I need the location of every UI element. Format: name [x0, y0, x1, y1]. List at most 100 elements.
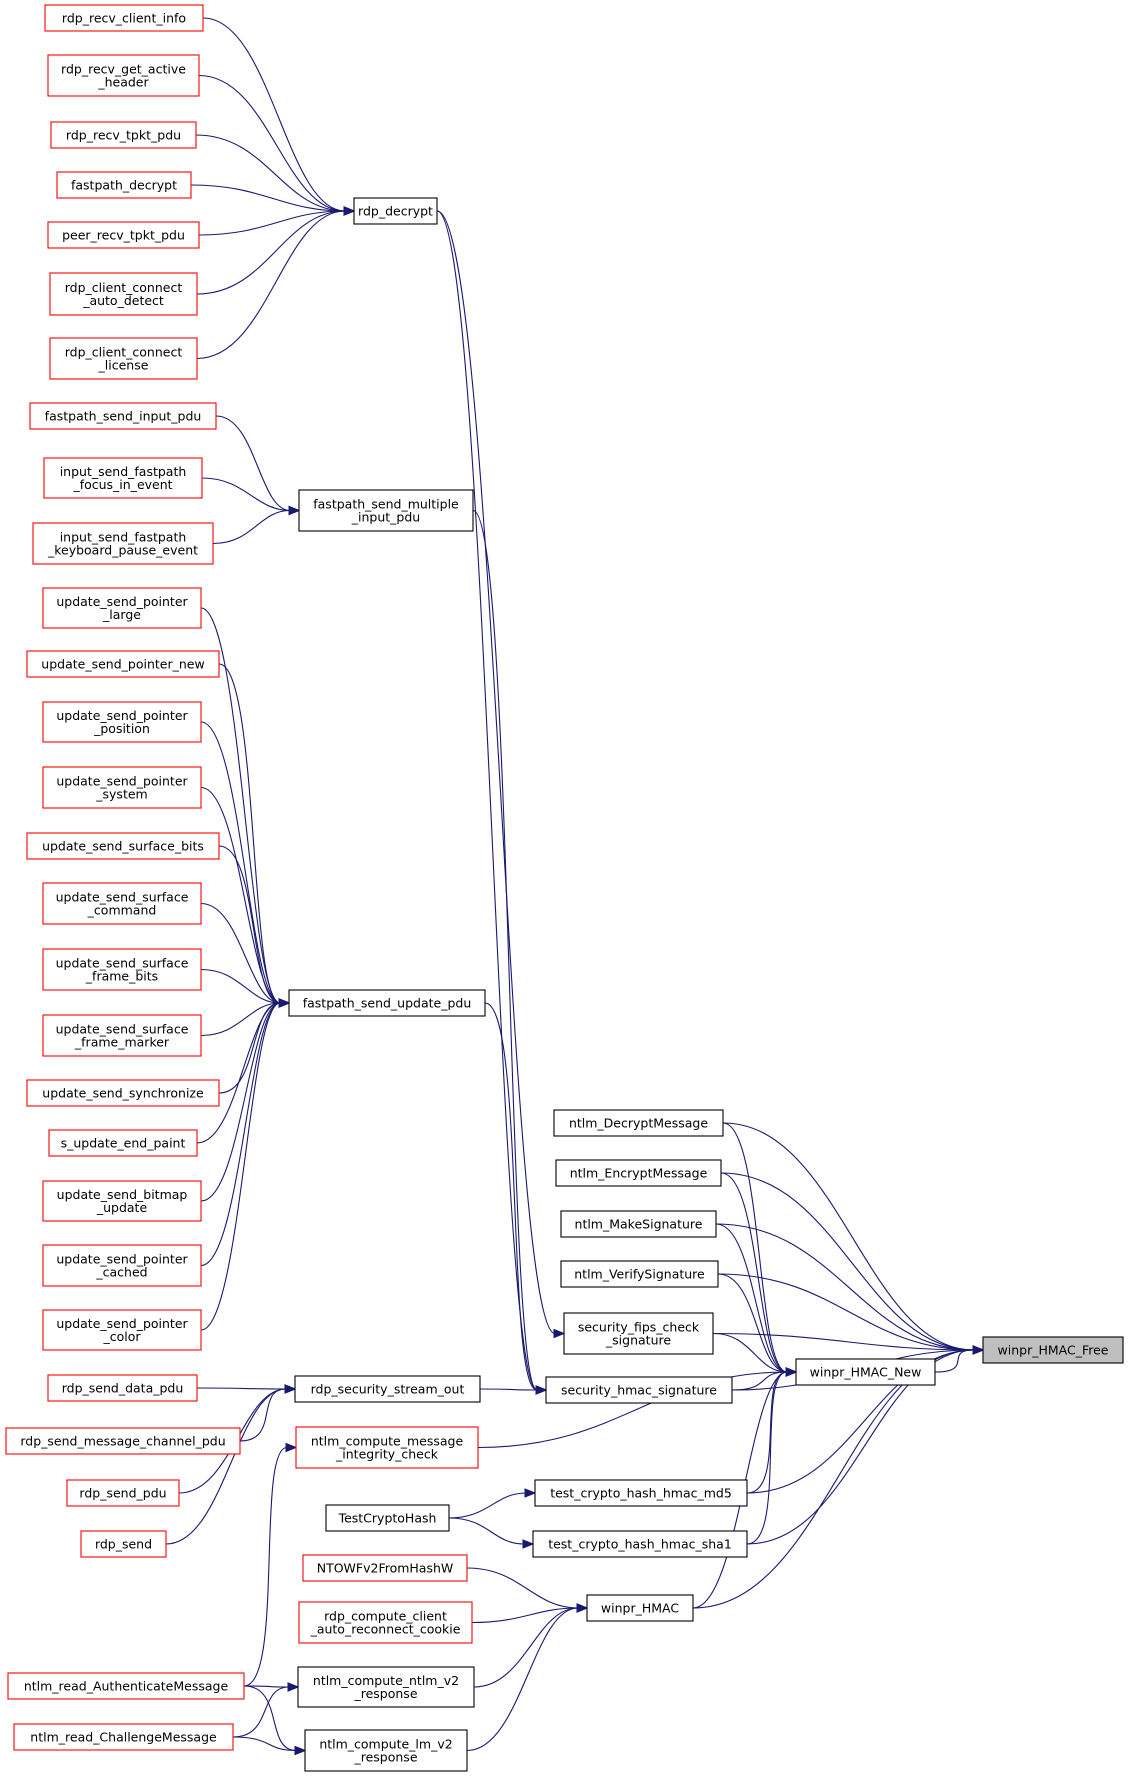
node-input_send_fastpath_focus_in_event[interactable]: input_send_fastpath_focus_in_event — [43, 457, 203, 499]
node-rdp_recv_tpkt_pdu[interactable]: rdp_recv_tpkt_pdu — [50, 121, 197, 149]
node-security_hmac_signature[interactable]: security_hmac_signature — [545, 1376, 733, 1404]
node-ntlm_read_ChallengeMessage[interactable]: ntlm_read_ChallengeMessage — [13, 1723, 234, 1751]
node-rdp_security_stream_out[interactable]: rdp_security_stream_out — [294, 1375, 481, 1403]
node-box[interactable] — [302, 1554, 468, 1582]
node-box[interactable] — [42, 1014, 202, 1057]
node-box[interactable] — [560, 1210, 717, 1238]
node-update_send_pointer_large[interactable]: update_send_pointer_large — [42, 587, 202, 629]
node-fastpath_send_multiple_input_pdu[interactable]: fastpath_send_multiple_input_pdu — [298, 489, 474, 532]
node-box[interactable] — [795, 1358, 936, 1386]
node-winpr_HMAC_New[interactable]: winpr_HMAC_New — [795, 1358, 936, 1386]
node-box[interactable] — [553, 1109, 724, 1137]
node-box[interactable] — [298, 489, 474, 532]
node-box[interactable] — [42, 587, 202, 629]
node-box[interactable] — [532, 1530, 748, 1558]
node-ntlm_compute_message_integrity_check[interactable]: ntlm_compute_message_integrity_check — [295, 1426, 479, 1469]
node-rdp_recv_client_info[interactable]: rdp_recv_client_info — [44, 4, 204, 32]
node-update_send_pointer_position[interactable]: update_send_pointer_position — [42, 701, 202, 743]
node-fastpath_send_update_pdu[interactable]: fastpath_send_update_pdu — [288, 989, 486, 1017]
node-peer_recv_tpkt_pdu[interactable]: peer_recv_tpkt_pdu — [47, 221, 200, 249]
node-TestCryptoHash[interactable]: TestCryptoHash — [325, 1504, 450, 1532]
node-box[interactable] — [56, 171, 192, 199]
node-box[interactable] — [42, 1244, 202, 1287]
node-update_send_pointer_cached[interactable]: update_send_pointer_cached — [42, 1244, 202, 1287]
node-update_send_surface_frame_bits[interactable]: update_send_surface_frame_bits — [42, 948, 202, 991]
node-rdp_send_data_pdu[interactable]: rdp_send_data_pdu — [47, 1374, 198, 1402]
node-rdp_client_connect_license[interactable]: rdp_client_connect_license — [49, 337, 198, 380]
node-box[interactable] — [555, 1159, 722, 1187]
node-ntlm_VerifySignature[interactable]: ntlm_VerifySignature — [560, 1260, 719, 1288]
node-ntlm_DecryptMessage[interactable]: ntlm_DecryptMessage — [553, 1109, 724, 1137]
node-box[interactable] — [586, 1594, 694, 1622]
node-update_send_synchronize[interactable]: update_send_synchronize — [26, 1079, 220, 1107]
node-box[interactable] — [534, 1479, 748, 1507]
node-update_send_surface_command[interactable]: update_send_surface_command — [42, 882, 202, 925]
node-update_send_pointer_new[interactable]: update_send_pointer_new — [26, 650, 220, 678]
node-box[interactable] — [5, 1427, 241, 1455]
node-box[interactable] — [49, 272, 198, 316]
node-box[interactable] — [50, 121, 197, 149]
node-box[interactable] — [42, 701, 202, 743]
node-fastpath_decrypt[interactable]: fastpath_decrypt — [56, 171, 192, 199]
node-box[interactable] — [26, 832, 220, 860]
node-box[interactable] — [13, 1723, 234, 1751]
node-box[interactable] — [48, 1129, 198, 1157]
node-box[interactable] — [295, 1426, 479, 1469]
node-box[interactable] — [982, 1336, 1124, 1364]
node-box[interactable] — [80, 1530, 167, 1558]
node-box[interactable] — [560, 1260, 719, 1288]
node-box[interactable] — [47, 54, 200, 97]
node-box[interactable] — [545, 1376, 733, 1404]
node-ntlm_MakeSignature[interactable]: ntlm_MakeSignature — [560, 1210, 717, 1238]
node-rdp_decrypt[interactable]: rdp_decrypt — [353, 197, 438, 225]
node-ntlm_compute_lm_v2_response[interactable]: ntlm_compute_lm_v2_response — [304, 1729, 468, 1772]
node-box[interactable] — [26, 650, 220, 678]
node-box[interactable] — [298, 1601, 473, 1644]
node-box[interactable] — [304, 1729, 468, 1772]
node-test_crypto_hash_hmac_md5[interactable]: test_crypto_hash_hmac_md5 — [534, 1479, 748, 1507]
node-box[interactable] — [66, 1479, 180, 1507]
node-box[interactable] — [353, 197, 438, 225]
node-security_fips_check_signature[interactable]: security_fips_check_signature — [563, 1312, 714, 1355]
node-ntlm_EncryptMessage[interactable]: ntlm_EncryptMessage — [555, 1159, 722, 1187]
node-s_update_end_paint[interactable]: s_update_end_paint — [48, 1129, 198, 1157]
node-box[interactable] — [7, 1672, 245, 1700]
node-update_send_bitmap_update[interactable]: update_send_bitmap_update — [42, 1180, 202, 1222]
node-fastpath_send_input_pdu[interactable]: fastpath_send_input_pdu — [29, 402, 217, 430]
node-box[interactable] — [288, 989, 486, 1017]
node-box[interactable] — [26, 1079, 220, 1107]
node-rdp_send[interactable]: rdp_send — [80, 1530, 167, 1558]
node-box[interactable] — [47, 1374, 198, 1402]
node-box[interactable] — [294, 1375, 481, 1403]
node-box[interactable] — [32, 522, 214, 565]
node-ntlm_compute_ntlm_v2_response[interactable]: ntlm_compute_ntlm_v2_response — [297, 1666, 475, 1708]
node-box[interactable] — [563, 1312, 714, 1355]
node-box[interactable] — [297, 1666, 475, 1708]
node-ntlm_read_AuthenticateMessage[interactable]: ntlm_read_AuthenticateMessage — [7, 1672, 245, 1700]
node-winpr_HMAC_Free[interactable]: winpr_HMAC_Free — [982, 1336, 1124, 1364]
node-input_send_fastpath_keyboard_pause_event[interactable]: input_send_fastpath_keyboard_pause_event — [32, 522, 214, 565]
node-rdp_recv_get_active_header[interactable]: rdp_recv_get_active_header — [47, 54, 200, 97]
node-update_send_surface_bits[interactable]: update_send_surface_bits — [26, 832, 220, 860]
node-box[interactable] — [42, 1180, 202, 1222]
node-box[interactable] — [44, 4, 204, 32]
node-box[interactable] — [42, 1309, 202, 1351]
node-NTOWFv2FromHashW[interactable]: NTOWFv2FromHashW — [302, 1554, 468, 1582]
node-rdp_send_pdu[interactable]: rdp_send_pdu — [66, 1479, 180, 1507]
node-test_crypto_hash_hmac_sha1[interactable]: test_crypto_hash_hmac_sha1 — [532, 1530, 748, 1558]
node-box[interactable] — [29, 402, 217, 430]
node-box[interactable] — [49, 337, 198, 380]
node-update_send_pointer_color[interactable]: update_send_pointer_color — [42, 1309, 202, 1351]
node-update_send_pointer_system[interactable]: update_send_pointer_system — [42, 766, 202, 809]
node-box[interactable] — [325, 1504, 450, 1532]
node-rdp_compute_client_auto_reconnect_cookie[interactable]: rdp_compute_client_auto_reconnect_cookie — [298, 1601, 473, 1644]
node-box[interactable] — [42, 766, 202, 809]
node-rdp_send_message_channel_pdu[interactable]: rdp_send_message_channel_pdu — [5, 1427, 241, 1455]
node-box[interactable] — [43, 457, 203, 499]
node-box[interactable] — [47, 221, 200, 249]
node-rdp_client_connect_auto_detect[interactable]: rdp_client_connect_auto_detect — [49, 272, 198, 316]
node-box[interactable] — [42, 882, 202, 925]
node-winpr_HMAC[interactable]: winpr_HMAC — [586, 1594, 694, 1622]
node-update_send_surface_frame_marker[interactable]: update_send_surface_frame_marker — [42, 1014, 202, 1057]
node-box[interactable] — [42, 948, 202, 991]
